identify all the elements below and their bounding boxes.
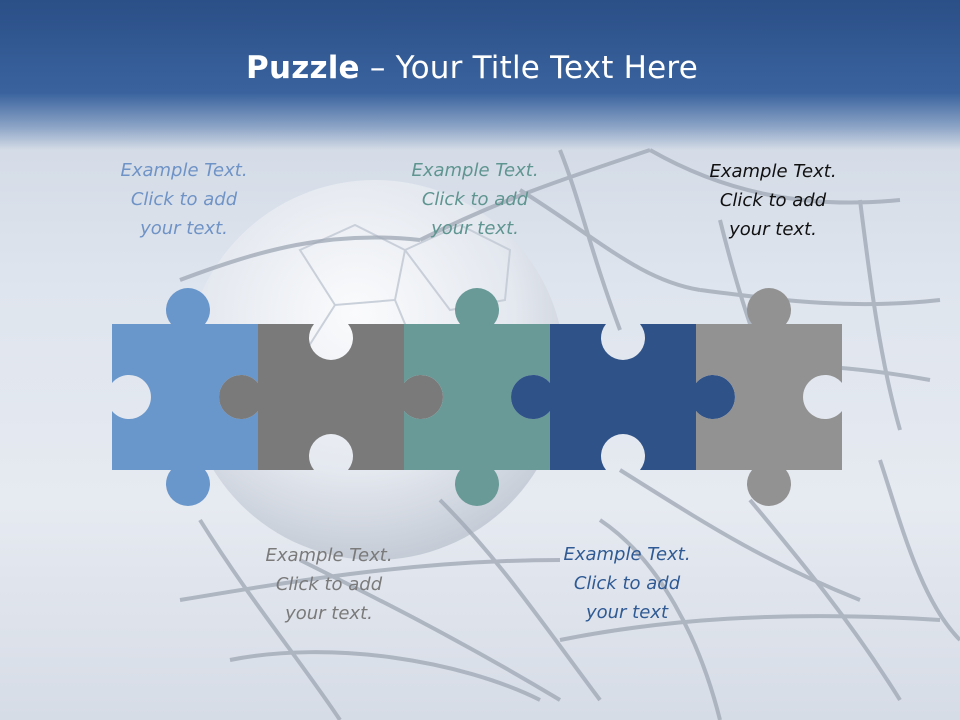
caption-line: Click to add [421, 189, 529, 210]
caption-line: your text. [431, 218, 519, 239]
caption-line: your text. [285, 603, 373, 624]
caption-line: Example Text. [265, 545, 393, 566]
puzzle-piece-1[interactable] [112, 288, 258, 506]
title-bold: Puzzle [246, 50, 360, 86]
caption-piece-3[interactable]: Example Text. Click to add your text. [375, 156, 575, 243]
caption-piece-1[interactable]: Example Text. Click to add your text. [84, 156, 284, 243]
caption-line: Example Text. [709, 161, 837, 182]
caption-line: your text. [140, 218, 228, 239]
puzzle-piece-4[interactable] [511, 324, 735, 470]
caption-piece-4[interactable]: Example Text. Click to add your text [527, 540, 727, 627]
caption-line: Example Text. [563, 544, 691, 565]
caption-line: Example Text. [120, 160, 248, 181]
caption-line: Click to add [573, 573, 681, 594]
caption-line: Click to add [130, 189, 238, 210]
puzzle-piece-2[interactable] [219, 324, 443, 470]
title-rest: – Your Title Text Here [359, 50, 698, 86]
caption-line: Example Text. [411, 160, 539, 181]
slide-title[interactable]: Puzzle – Your Title Text Here [0, 50, 944, 86]
puzzle-piece-3[interactable] [404, 288, 550, 506]
caption-line: your text. [729, 219, 817, 240]
caption-piece-5[interactable]: Example Text. Click to add your text. [673, 157, 873, 244]
header-band [0, 0, 960, 150]
caption-line: your text [585, 602, 669, 623]
caption-line: Click to add [275, 574, 383, 595]
puzzle-piece-5[interactable] [696, 288, 842, 506]
caption-line: Click to add [719, 190, 827, 211]
caption-piece-2[interactable]: Example Text. Click to add your text. [229, 541, 429, 628]
